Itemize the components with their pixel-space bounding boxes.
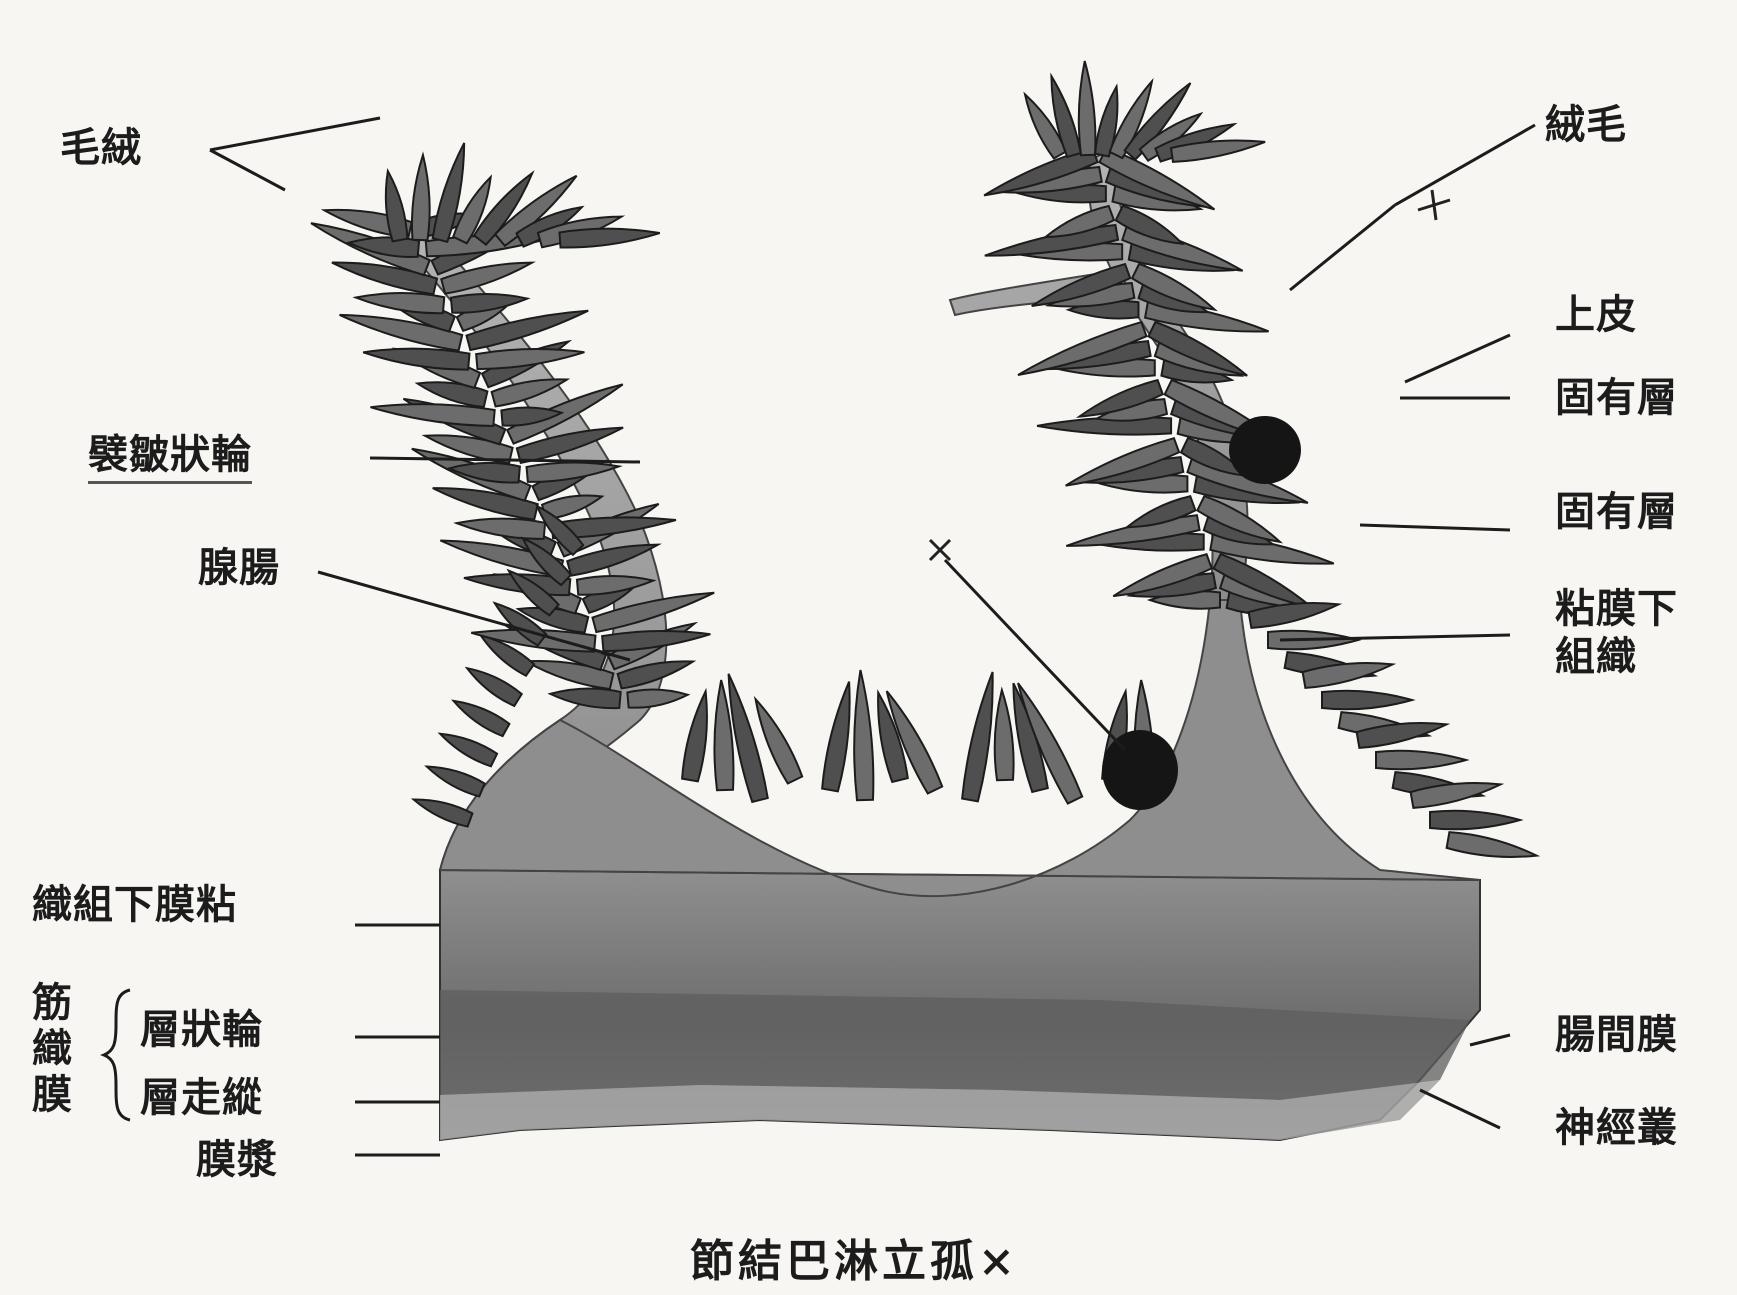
villus [1376,751,1466,770]
label-circular-layer: 層狀輪 [140,1010,263,1050]
villus [370,404,494,426]
villus-marker-cross [1418,190,1450,220]
label-muscularis-group: 筋織膜 [30,980,74,1118]
label-serosa: 膜漿 [196,1140,278,1180]
villus [451,294,527,313]
label-villi-left: 毛絨 [60,128,142,168]
villus [1322,691,1412,710]
villus [1447,832,1537,857]
villus [559,229,659,248]
villus [854,670,873,800]
label-epithelium: 上皮 [1555,295,1637,335]
villus [627,689,687,707]
figure-caption: 節結巴淋立孤× [690,1225,1019,1289]
villus [729,674,768,802]
label-submucosa-left: 織組下膜粘 [32,885,237,925]
muscularis-char: 筋 [30,980,74,1026]
label-villi-right: 絨毛 [1545,105,1627,145]
villus [682,691,707,781]
label-nerve-plexus: 神經叢 [1555,1108,1678,1148]
label-submucosa-right: 粘膜下 組織 [1555,585,1678,681]
villus [356,293,444,313]
lymph-nodule-center [1102,730,1178,810]
villus [454,701,510,736]
villus [467,668,522,706]
villus [962,672,993,801]
label-lamina-propria-1: 固有層 [1555,378,1678,418]
villus [1430,811,1520,830]
villus [457,519,545,539]
label-mesentery: 腸間膜 [1555,1015,1678,1055]
villus [386,171,408,241]
villus [363,349,469,370]
villus [449,463,519,483]
villus [822,682,850,792]
villus [995,690,1014,780]
label-plicae-circulares: 襞皺狀輪 [88,435,252,484]
villus [1079,61,1096,155]
muscularis-char: 膜 [30,1072,74,1118]
villus [349,237,419,257]
villi-left-group [311,143,714,827]
nodule-marker-cross [930,540,950,560]
muscle-brace [100,985,140,1125]
label-lamina-propria-2: 固有層 [1555,492,1678,532]
villi-right-group [682,61,1537,857]
muscularis-char: 織 [30,1026,74,1072]
label-intestinal-glands: 腺腸 [198,548,280,588]
villus [550,689,620,709]
villus [414,799,473,826]
lymph-nodule-right [1229,416,1301,484]
villus [427,767,485,797]
label-longitudinal-layer: 層走縱 [140,1078,263,1118]
villus [440,734,497,767]
villus [412,155,430,240]
